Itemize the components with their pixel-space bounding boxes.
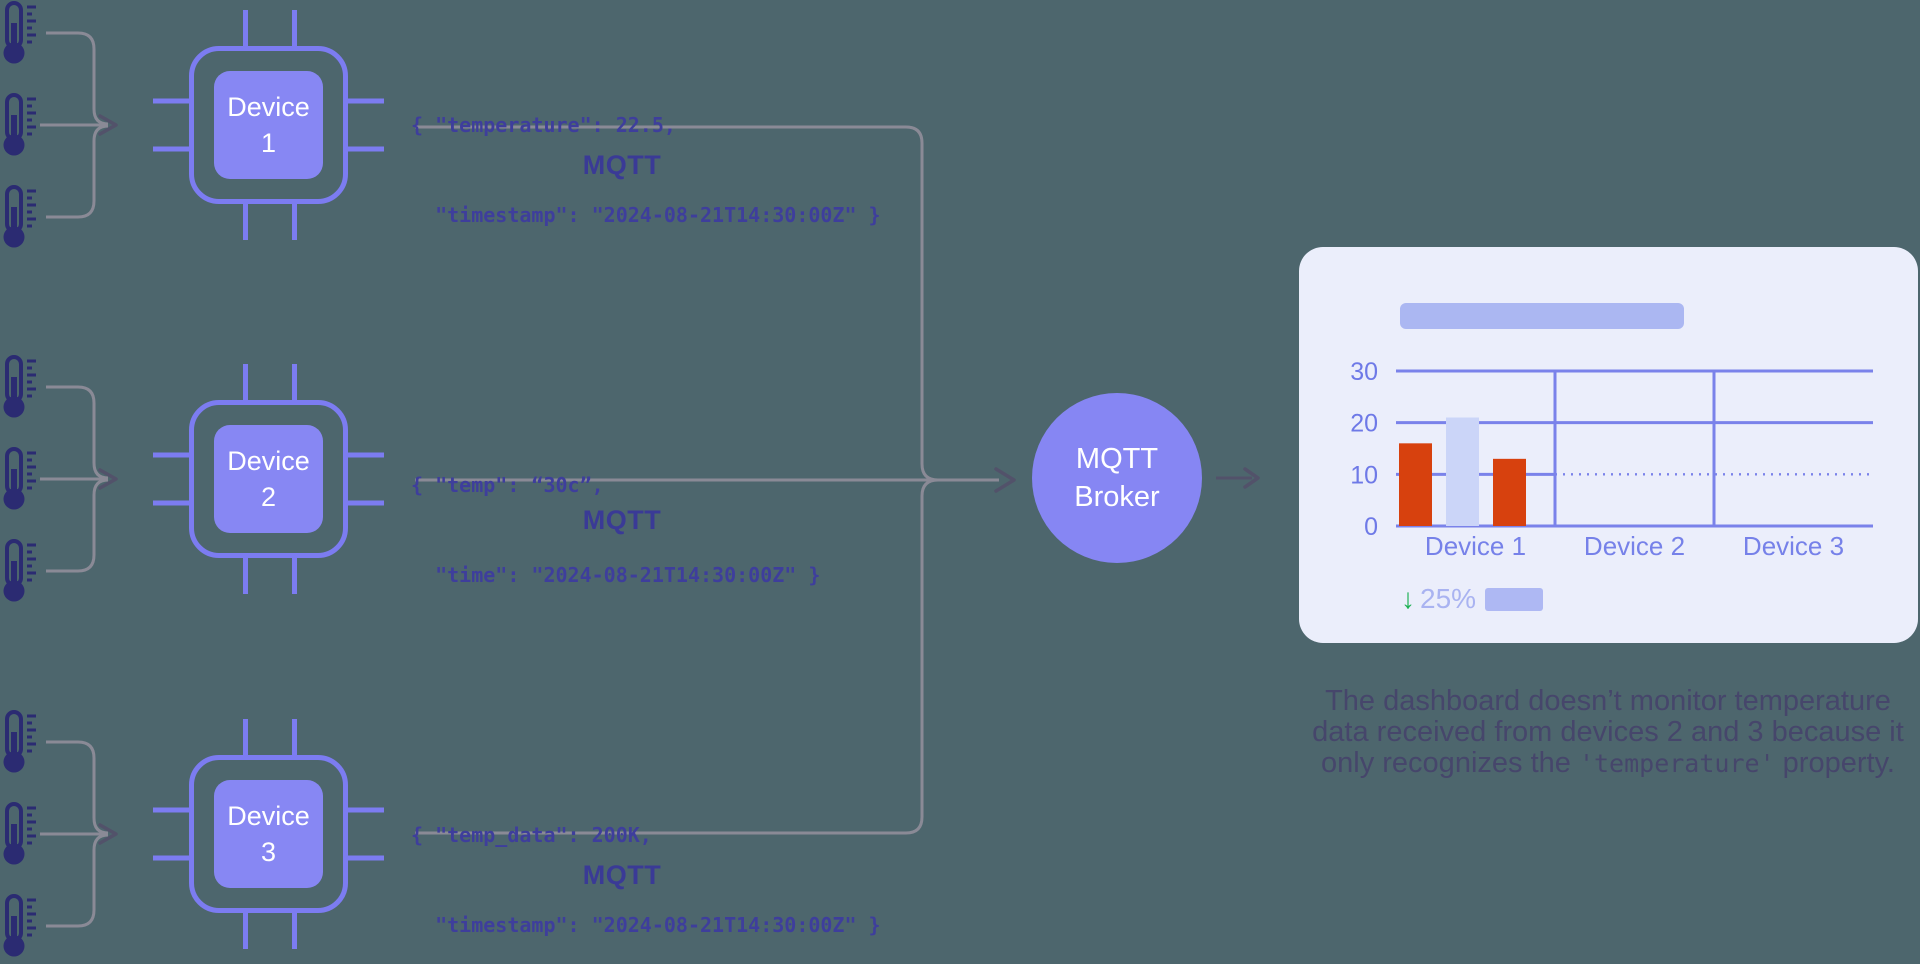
thermometer-icon [2,710,36,774]
protocol-label-device-2: MQTT [582,505,662,535]
protocol-label-device-3: MQTT [582,860,662,890]
trend-value: 25% [1420,583,1477,614]
broker-name-line2: Broker [1074,481,1160,513]
caption-line-3: only recognizes the 'temperature' proper… [1292,748,1920,779]
sensor-connector-line [46,31,109,126]
thermometer-icon [2,894,36,958]
thermometer-icon [2,447,36,511]
mqtt-broker-node: MQTT Broker [1032,393,1202,563]
arrowhead-icon [98,114,118,136]
device-2-payload-line2: "time": "2024-08-21T14:30:00Z" } [411,563,821,587]
chart-title-placeholder [1400,303,1684,329]
device-1-name-line1: Device [227,92,310,122]
sensor-connector-line [46,478,109,573]
device-1-payload: { "temperature": 22.5, "timestamp": "202… [411,50,881,290]
device-3-payload-line1: { "temp_data": 200K, [411,823,652,847]
arrowhead-icon [1243,467,1260,489]
trend-legend-swatch [1485,587,1544,611]
bar [1446,417,1479,526]
device-1-name-line2: 1 [260,128,277,158]
arrowhead-icon [98,823,118,845]
thermometer-icon [2,185,36,249]
device-1-chip: Device 1 [189,46,348,204]
y-axis-tick-label: 20 [1350,410,1378,438]
device-3-name-line2: 3 [260,837,277,867]
caption-code: 'temperature' [1578,749,1775,778]
device-2-payload-line1: { "temp": “30c”, [411,473,604,497]
caption: The dashboard doesn’t monitor temperatur… [1292,686,1920,779]
caption-line-1: The dashboard doesn’t monitor temperatur… [1325,685,1891,717]
category-label: Device 3 [1743,531,1844,561]
broker-name-line1: MQTT [1075,443,1159,475]
trend-down-icon: ↓ [1401,583,1415,614]
caption-line-3-post: property. [1774,747,1895,779]
device-3-payload: { "temp_data": 200K, "timestamp": "2024-… [411,760,881,964]
thermometer-icon [2,539,36,603]
sensor-connector-line [46,385,109,480]
device-3-chip: Device 3 [189,755,348,913]
y-axis-tick-label: 10 [1350,461,1378,489]
y-axis-tick-label: 0 [1364,513,1378,541]
sensor-connector-line [46,833,109,928]
sensor-connector-line [46,740,109,835]
caption-line-2: data received from devices 2 and 3 becau… [1312,716,1904,748]
device-1-payload-line1: { "temperature": 22.5, [411,113,676,137]
mqtt-connector-line [415,125,939,482]
device-2-payload: { "temp": “30c”, "time": "2024-08-21T14:… [411,410,820,650]
thermometer-icon [2,1,36,65]
device-3-payload-line2: "timestamp": "2024-08-21T14:30:00Z" } [411,913,881,937]
device-2-name-line2: 2 [260,482,277,512]
device-2-chip-label: Device 2 [214,425,323,533]
arrowhead-icon [994,467,1016,493]
thermometer-icon [2,93,36,157]
thermometer-icon [2,355,36,419]
device-1-payload-line2: "timestamp": "2024-08-21T14:30:00Z" } [411,203,881,227]
trend-row: ↓ 25% [1401,583,1544,614]
device-2-name-line1: Device [227,446,310,476]
mqtt-connector-line [415,478,939,835]
device-3-name-line1: Device [227,801,310,831]
device-1-chip-label: Device 1 [214,71,323,179]
thermometer-icon [2,802,36,866]
category-label: Device 2 [1584,531,1685,561]
device-2-chip: Device 2 [189,400,348,558]
arrowhead-icon [98,468,118,490]
bar [1399,443,1432,526]
caption-line-3-pre: only recognizes the [1321,747,1579,779]
bar [1493,458,1526,526]
category-label: Device 1 [1425,531,1526,561]
device-3-chip-label: Device 3 [214,780,323,888]
y-axis-tick-label: 30 [1350,358,1378,386]
protocol-label-device-1: MQTT [582,150,662,180]
sensor-connector-line [46,124,109,219]
